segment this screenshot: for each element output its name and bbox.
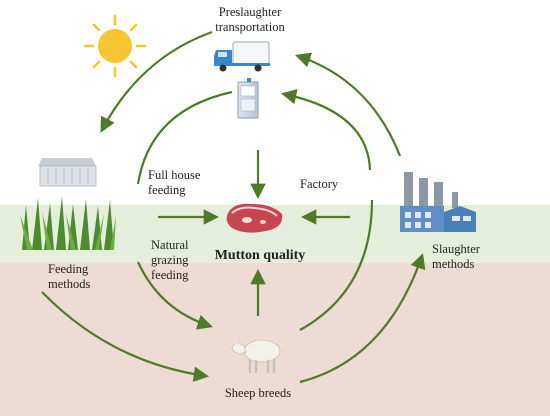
barn-icon	[38, 158, 97, 187]
label-natural-line1: Natural	[151, 238, 189, 252]
grass-icon	[20, 196, 116, 250]
factory-icon	[400, 172, 476, 232]
label-slaughter-methods: Slaughter methods	[432, 242, 512, 272]
arrow-feeding-to-breeds	[41, 291, 210, 382]
label-transport-line1: Preslaughter	[218, 5, 282, 19]
label-transport-line2: transportation	[215, 20, 285, 34]
arc-inner-left-bottom	[137, 261, 213, 330]
label-natural-line3: feeding	[151, 268, 189, 282]
arrow-slaughter-to-transport	[295, 52, 402, 157]
truck-icon	[214, 41, 270, 72]
label-natural-line2: grazing	[151, 253, 189, 267]
label-factory: Factory	[300, 177, 339, 191]
label-full-house-feeding: Full house feeding	[148, 168, 228, 198]
arrow-breeds-to-slaughter	[299, 253, 426, 384]
label-feeding-line1: Feeding	[48, 262, 89, 276]
sun-icon	[83, 14, 147, 78]
label-slaughter-line1: Slaughter	[432, 242, 480, 256]
label-feeding-line2: methods	[48, 277, 91, 291]
arrow-transport-to-feeding	[100, 30, 213, 133]
label-slaughter-line2: methods	[432, 257, 475, 271]
label-full-house-line1: Full house	[148, 168, 201, 182]
arc-inner-right-bottom	[299, 199, 374, 331]
label-mutton-quality: Mutton quality	[214, 248, 306, 263]
sheep-icon	[231, 339, 281, 374]
meat-icon	[226, 203, 283, 233]
refrigerator-icon	[237, 78, 259, 119]
ground-band-soil	[0, 263, 550, 416]
label-full-house-line2: feeding	[148, 183, 186, 197]
label-feeding-methods: Feeding methods	[48, 262, 118, 292]
label-natural-grazing-feeding: Natural grazing feeding	[151, 238, 221, 283]
label-sheep-breeds: Sheep breeds	[224, 386, 292, 400]
label-preslaughter-transportation: Preslaughter transportation	[200, 5, 300, 35]
arc-inner-left-top	[136, 90, 233, 185]
arc-inner-right	[280, 89, 372, 171]
